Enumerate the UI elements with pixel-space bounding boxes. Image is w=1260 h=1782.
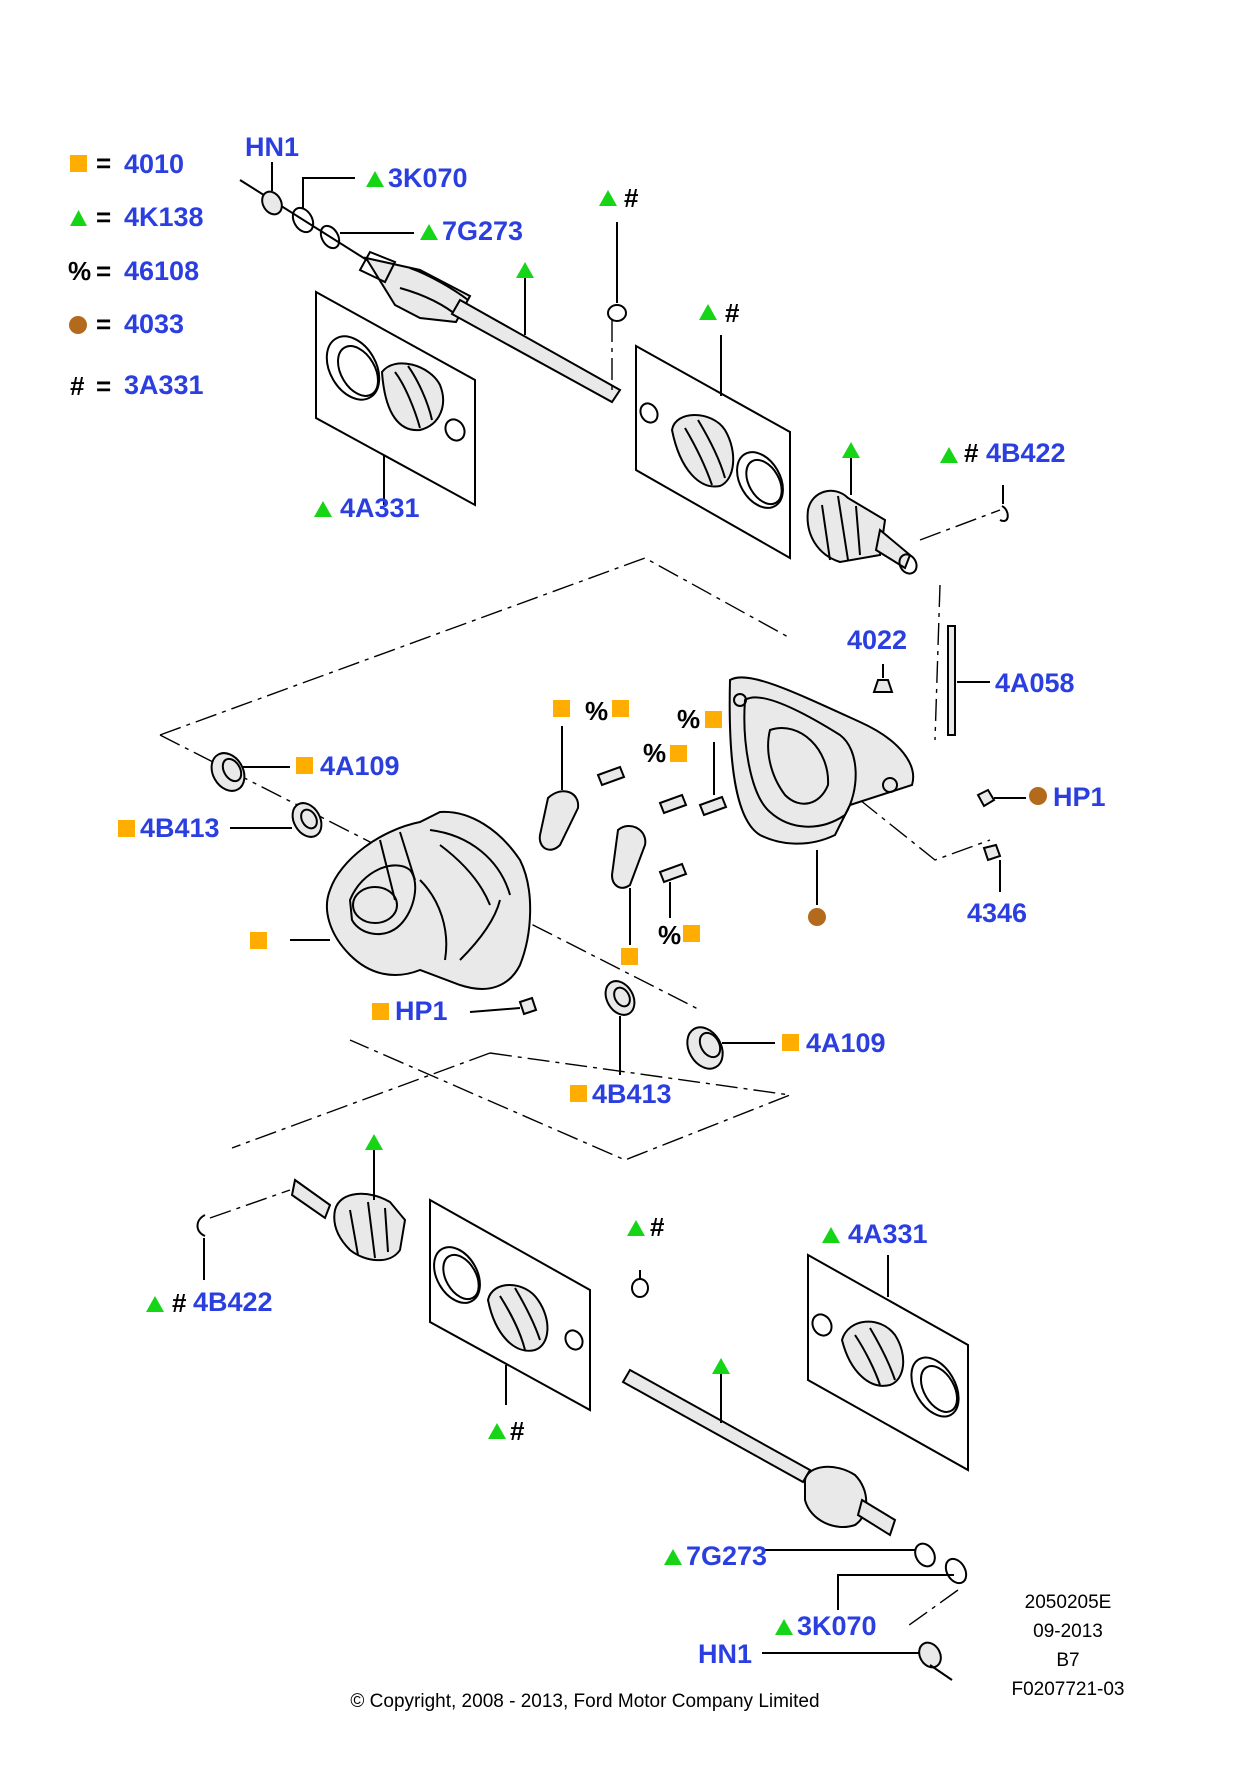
- figure-id: F0207721-03: [1011, 1679, 1124, 1700]
- cv-boot-bottom: [486, 1284, 549, 1352]
- label-3k070-top: 3K070: [388, 163, 468, 193]
- label-hn1-bottom: HN1: [698, 1639, 752, 1669]
- drawing-metadata: 2050205E 09-2013 B7 F0207721-03: [1011, 1592, 1124, 1700]
- label-4b422-top: 4B422: [986, 438, 1066, 468]
- inner-cv-joint-bottom: [333, 1192, 407, 1262]
- boot-kit-panel-inner-top: [635, 344, 791, 560]
- bearing-4b413-left: [291, 802, 323, 838]
- halfshaft-bottom: [621, 1368, 812, 1484]
- legend-code-4k138: 4K138: [124, 202, 204, 232]
- oil-seal-4a109-left: [210, 752, 246, 792]
- breather-4022: [872, 679, 894, 693]
- boot-kit-panel-bottom-right: [807, 1253, 969, 1472]
- washer-3k070-bottom: [944, 1557, 968, 1585]
- circlip-4b422-top: [999, 505, 1009, 522]
- label-4b413-left: 4B413: [140, 813, 220, 843]
- halfshaft-top: [450, 298, 622, 404]
- hub-nut-bottom: [918, 1641, 942, 1669]
- differential-assembly: 4022 4A058 HP1 4346 % % % %: [118, 557, 1106, 1161]
- legend-eq-3: =: [96, 256, 111, 286]
- legend-percent-symbol: %: [68, 256, 91, 286]
- label-3k070-bottom: 3K070: [797, 1611, 877, 1641]
- label-4a109-left: 4A109: [320, 751, 400, 781]
- percent-symbol-bolt-3: %: [677, 704, 700, 734]
- label-hn1-top: HN1: [245, 132, 299, 162]
- upper-halfshaft-assembly: # 4A331 # # 4B422 HN1: [239, 132, 1066, 575]
- legend-code-4033: 4033: [124, 309, 184, 339]
- circle-marker-cover: [808, 908, 826, 926]
- drawing-revision: B7: [1056, 1650, 1079, 1671]
- label-4022: 4022: [847, 625, 907, 655]
- label-4b422-bottom: 4B422: [193, 1287, 273, 1317]
- drawing-code: 2050205E: [1025, 1592, 1112, 1613]
- legend: = 4010 = 4K138 % = 46108 = 4033 # = 3A33…: [68, 148, 204, 401]
- hash-symbol-snapring-bottom: #: [650, 1212, 665, 1242]
- bearing-4b413-bottom: [604, 980, 636, 1016]
- snap-ring-top: [607, 304, 627, 322]
- label-4a331-bottom: 4A331: [848, 1219, 928, 1249]
- legend-hash-symbol: #: [70, 371, 85, 401]
- legend-eq-2: =: [96, 202, 111, 232]
- label-hp1-right: HP1: [1053, 782, 1106, 812]
- hash-symbol-4b422-top: #: [964, 438, 979, 468]
- boot-kit-panel-top: [315, 290, 476, 507]
- legend-eq-1: =: [96, 148, 111, 178]
- circle-marker-hp1: [1029, 787, 1047, 805]
- drawing-date: 09-2013: [1033, 1621, 1103, 1642]
- washer-7g273-top: [319, 224, 341, 250]
- oil-seal-4a109-bottom: [686, 1026, 724, 1070]
- differential-cover: [728, 676, 915, 845]
- hash-symbol-boot-bottom: #: [510, 1416, 525, 1446]
- bearing-cap-lower: [610, 825, 647, 889]
- vent-tube-4a058: [947, 625, 956, 736]
- percent-symbol-bolt-2: %: [643, 738, 666, 768]
- copyright-notice: © Copyright, 2008 - 2013, Ford Motor Com…: [350, 1691, 819, 1712]
- label-4a109-bottom: 4A109: [806, 1028, 886, 1058]
- snap-ring-bottom: [631, 1278, 649, 1298]
- cv-boot-top: [380, 362, 445, 432]
- washer-7g273-bottom: [914, 1542, 936, 1568]
- percent-symbol-bolt-4: %: [658, 920, 681, 950]
- lower-halfshaft-assembly: # 4B422 # #: [146, 1134, 969, 1681]
- percent-symbol-bolt-1: %: [585, 696, 608, 726]
- hash-symbol-snapring-top: #: [624, 183, 639, 213]
- legend-eq-5: =: [96, 371, 111, 401]
- label-4a331-top: 4A331: [340, 493, 420, 523]
- washer-3k070-top: [291, 206, 315, 234]
- hash-symbol-boot-top: #: [725, 298, 740, 328]
- legend-code-3a331: 3A331: [124, 370, 204, 400]
- legend-code-4010: 4010: [124, 149, 184, 179]
- label-7g273-top: 7G273: [442, 216, 523, 246]
- label-4346: 4346: [967, 898, 1027, 928]
- legend-code-46108: 46108: [124, 256, 199, 286]
- legend-circle-icon: [69, 316, 87, 334]
- hash-symbol-4b422-bottom: #: [172, 1288, 187, 1318]
- bearing-cap-upper: [538, 790, 580, 851]
- label-hp1-bottom: HP1: [395, 996, 448, 1026]
- hub-nut-top: [261, 190, 283, 216]
- circlip-4b422-bottom: [196, 1214, 206, 1237]
- legend-eq-4: =: [96, 309, 111, 339]
- legend-square-icon: [70, 155, 87, 172]
- label-7g273-bottom: 7G273: [686, 1541, 767, 1571]
- label-4a058: 4A058: [995, 668, 1075, 698]
- boot-kit-panel-bottom: [429, 1198, 591, 1412]
- differential-housing: [325, 810, 532, 990]
- label-4b413-bottom: 4B413: [592, 1079, 672, 1109]
- outer-cv-joint-bottom: [804, 1465, 868, 1528]
- legend-triangle-icon: [70, 210, 87, 226]
